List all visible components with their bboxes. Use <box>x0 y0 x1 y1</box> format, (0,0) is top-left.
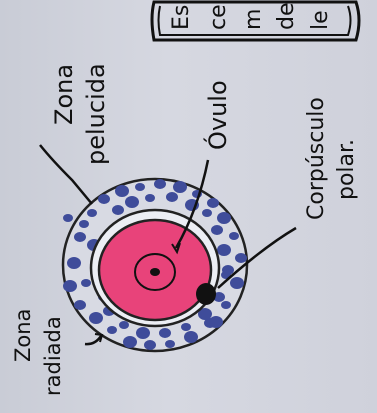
radiata-cell <box>235 253 247 263</box>
radiata-cell <box>202 209 212 217</box>
radiata-cell <box>63 214 73 222</box>
radiata-cell <box>154 179 166 189</box>
radiata-cell <box>173 181 187 193</box>
polar-body <box>196 283 216 305</box>
radiata-cell <box>209 316 223 328</box>
radiata-cell <box>81 279 91 287</box>
radiata-cell <box>112 205 124 215</box>
note-text-2: ce <box>206 4 231 30</box>
radiata-cell <box>159 328 171 338</box>
radiata-cell <box>207 198 219 208</box>
note-text-3: m <box>241 9 266 30</box>
radiata-cell <box>87 209 97 217</box>
note-text-4: de <box>274 3 299 31</box>
radiata-cell <box>145 194 155 202</box>
radiata-cell <box>184 331 198 343</box>
radiata-cell <box>74 300 86 310</box>
radiata-cell <box>74 232 86 242</box>
radiata-cell <box>144 340 156 350</box>
label-zona-radiada-line1: Zona <box>11 309 35 362</box>
radiata-cell <box>230 277 244 289</box>
label-ovulo: Óvulo <box>202 80 232 150</box>
label-corpusculo-line2: polar. <box>334 139 359 200</box>
nucleolus <box>150 268 160 276</box>
label-zona-radiada-line2: radiada <box>41 316 65 396</box>
radiata-cell <box>211 225 223 235</box>
radiata-cell <box>135 183 145 191</box>
radiata-cell <box>165 340 175 348</box>
radiata-cell <box>79 220 89 228</box>
note-fragment: Es <box>169 5 194 30</box>
radiata-cell <box>123 336 137 348</box>
radiata-cell <box>221 301 231 309</box>
radiata-cell <box>125 196 139 208</box>
radiata-cell <box>89 312 103 324</box>
note-text-5: le <box>308 10 333 30</box>
radiata-cell <box>181 323 191 331</box>
radiata-cell <box>107 326 117 334</box>
radiata-cell <box>166 192 178 202</box>
label-corpusculo-line1: Corpúsculo <box>304 97 329 220</box>
radiata-cell <box>63 280 77 292</box>
label-zona-pelucida-line2: pelucida <box>82 63 110 165</box>
note-text-1: Es <box>169 5 194 30</box>
pointer-zona-radiada <box>85 336 101 344</box>
radiata-cell <box>115 185 129 197</box>
radiata-cell <box>222 265 234 275</box>
radiata-cell <box>67 257 81 269</box>
radiata-cell <box>217 244 231 256</box>
radiata-cell <box>119 321 129 329</box>
radiata-cell <box>98 194 110 204</box>
radiata-cell <box>136 327 150 339</box>
radiata-cell <box>217 212 231 224</box>
radiata-cell <box>229 232 239 240</box>
label-zona-pelucida-line1: Zona <box>50 64 78 125</box>
